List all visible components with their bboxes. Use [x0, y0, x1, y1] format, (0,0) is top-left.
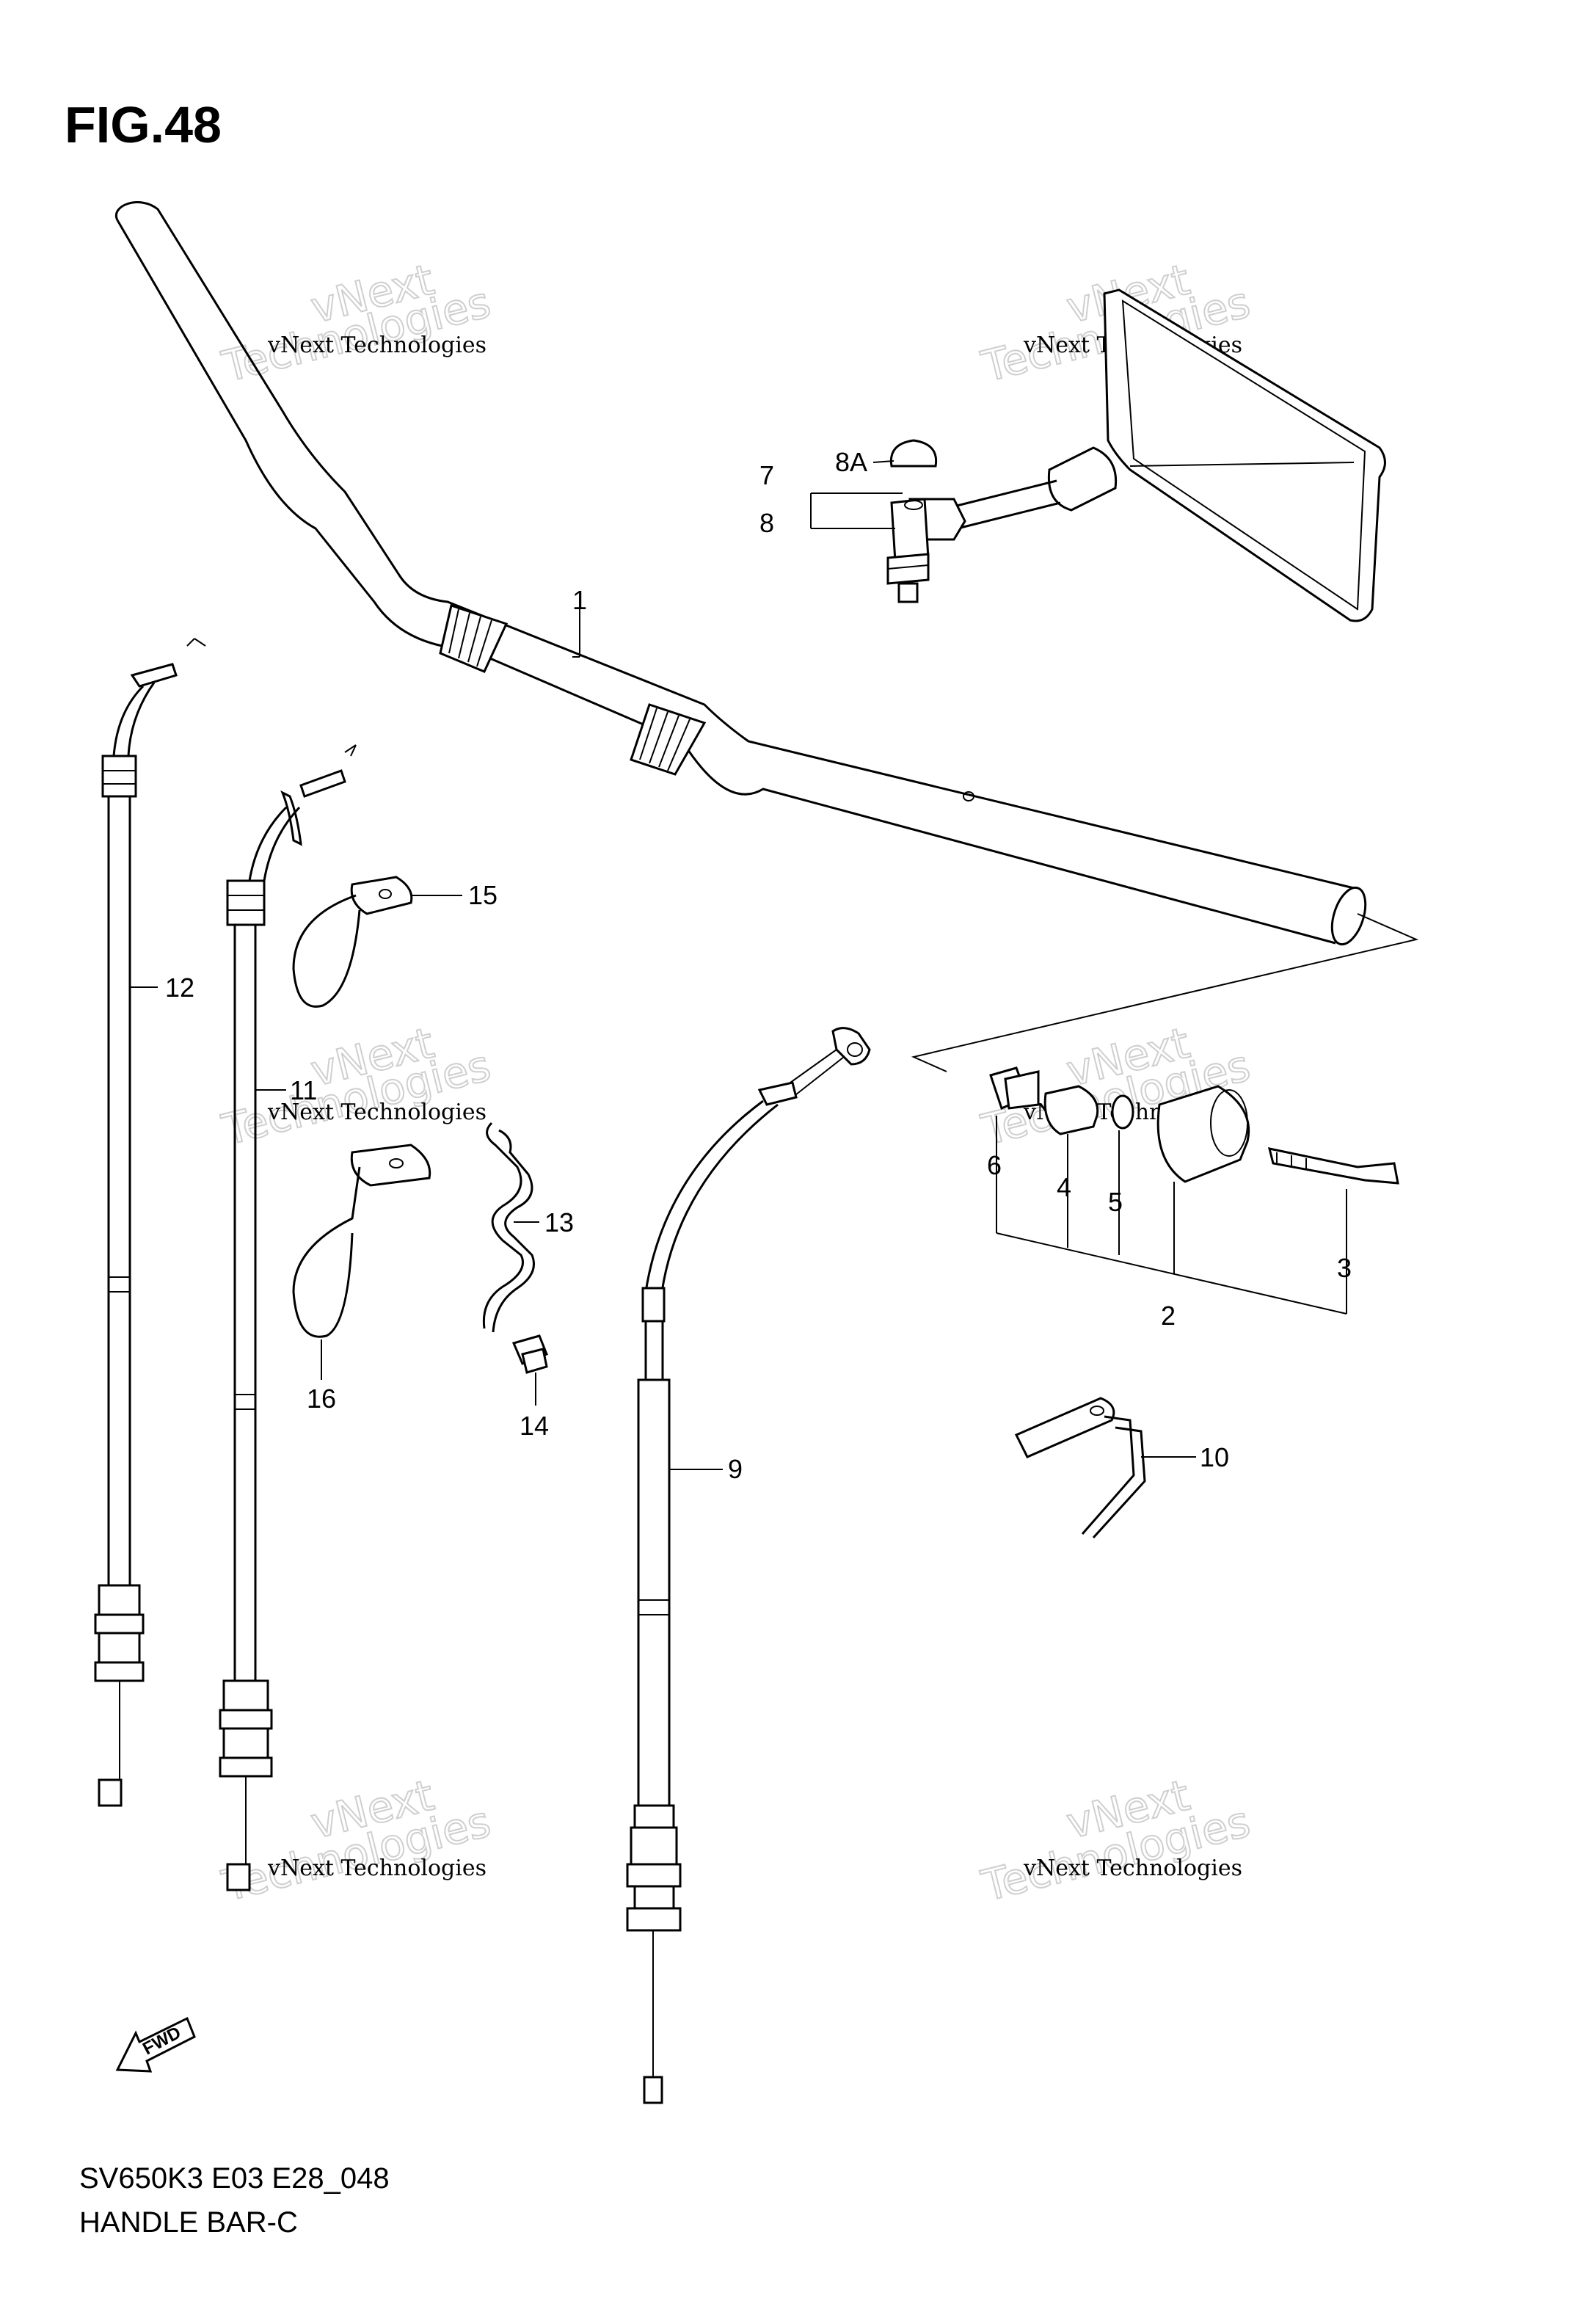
leader-7-8 [810, 492, 903, 529]
cable-9 [626, 1027, 871, 2104]
clip-13 [482, 1122, 535, 1333]
diagram-name: HANDLE BAR-C [79, 2206, 298, 2239]
svg-text:vNext Technologies: vNext Technologies [267, 332, 487, 358]
leader-bar-end [996, 1116, 1347, 1315]
callout-12: 12 [165, 973, 194, 1003]
watermark-bottom-left: vNext Technologies vNext Technologies [216, 1770, 496, 1912]
callout-4: 4 [1057, 1172, 1071, 1202]
handlebar-grip-knurl-2 [630, 703, 707, 776]
svg-text:vNext Technologies: vNext Technologies [267, 1855, 487, 1881]
callout-1: 1 [572, 585, 587, 615]
callout-13: 13 [544, 1207, 574, 1237]
callout-9: 9 [728, 1454, 743, 1484]
break-line [911, 913, 1419, 1072]
mirror-cap-8a [889, 439, 938, 468]
watermark-mid-left: vNext Technologies vNext Technologies [216, 1017, 496, 1156]
callout-15: 15 [468, 880, 498, 910]
callout-11: 11 [290, 1075, 317, 1105]
bar-end-assembly [989, 1066, 1399, 1185]
model-code: SV650K3 E03 E28_048 [79, 2162, 390, 2195]
handlebar-grip-knurl-1 [439, 604, 509, 673]
callout-16: 16 [307, 1384, 336, 1414]
handlebar [114, 201, 1367, 946]
callout-10: 10 [1200, 1442, 1229, 1472]
mirror-assembly [886, 288, 1386, 622]
figure-title: FIG.48 [65, 96, 222, 153]
bolt-14 [511, 1334, 548, 1374]
leader-8a [872, 460, 894, 463]
svg-text:vNext Technologies: vNext Technologies [267, 1099, 487, 1125]
callout-6: 6 [987, 1150, 1002, 1180]
callout-5: 5 [1108, 1187, 1123, 1217]
bracket-10 [1014, 1397, 1146, 1539]
clamp-15 [292, 876, 413, 1008]
callout-8a: 8A [835, 447, 867, 477]
watermark-bottom-right: vNext Technologies vNext Technologies [976, 1770, 1256, 1912]
callout-14: 14 [520, 1411, 549, 1441]
cable-12 [94, 638, 206, 1807]
callout-3: 3 [1337, 1253, 1352, 1283]
svg-text:vNext Technologies: vNext Technologies [1023, 1855, 1242, 1881]
callout-8: 8 [759, 508, 774, 538]
clamp-16 [292, 1144, 431, 1338]
fwd-arrow-icon: FWD [115, 2016, 196, 2073]
callout-7: 7 [759, 460, 774, 490]
cable-11 [219, 744, 357, 1891]
callout-2: 2 [1161, 1301, 1176, 1331]
